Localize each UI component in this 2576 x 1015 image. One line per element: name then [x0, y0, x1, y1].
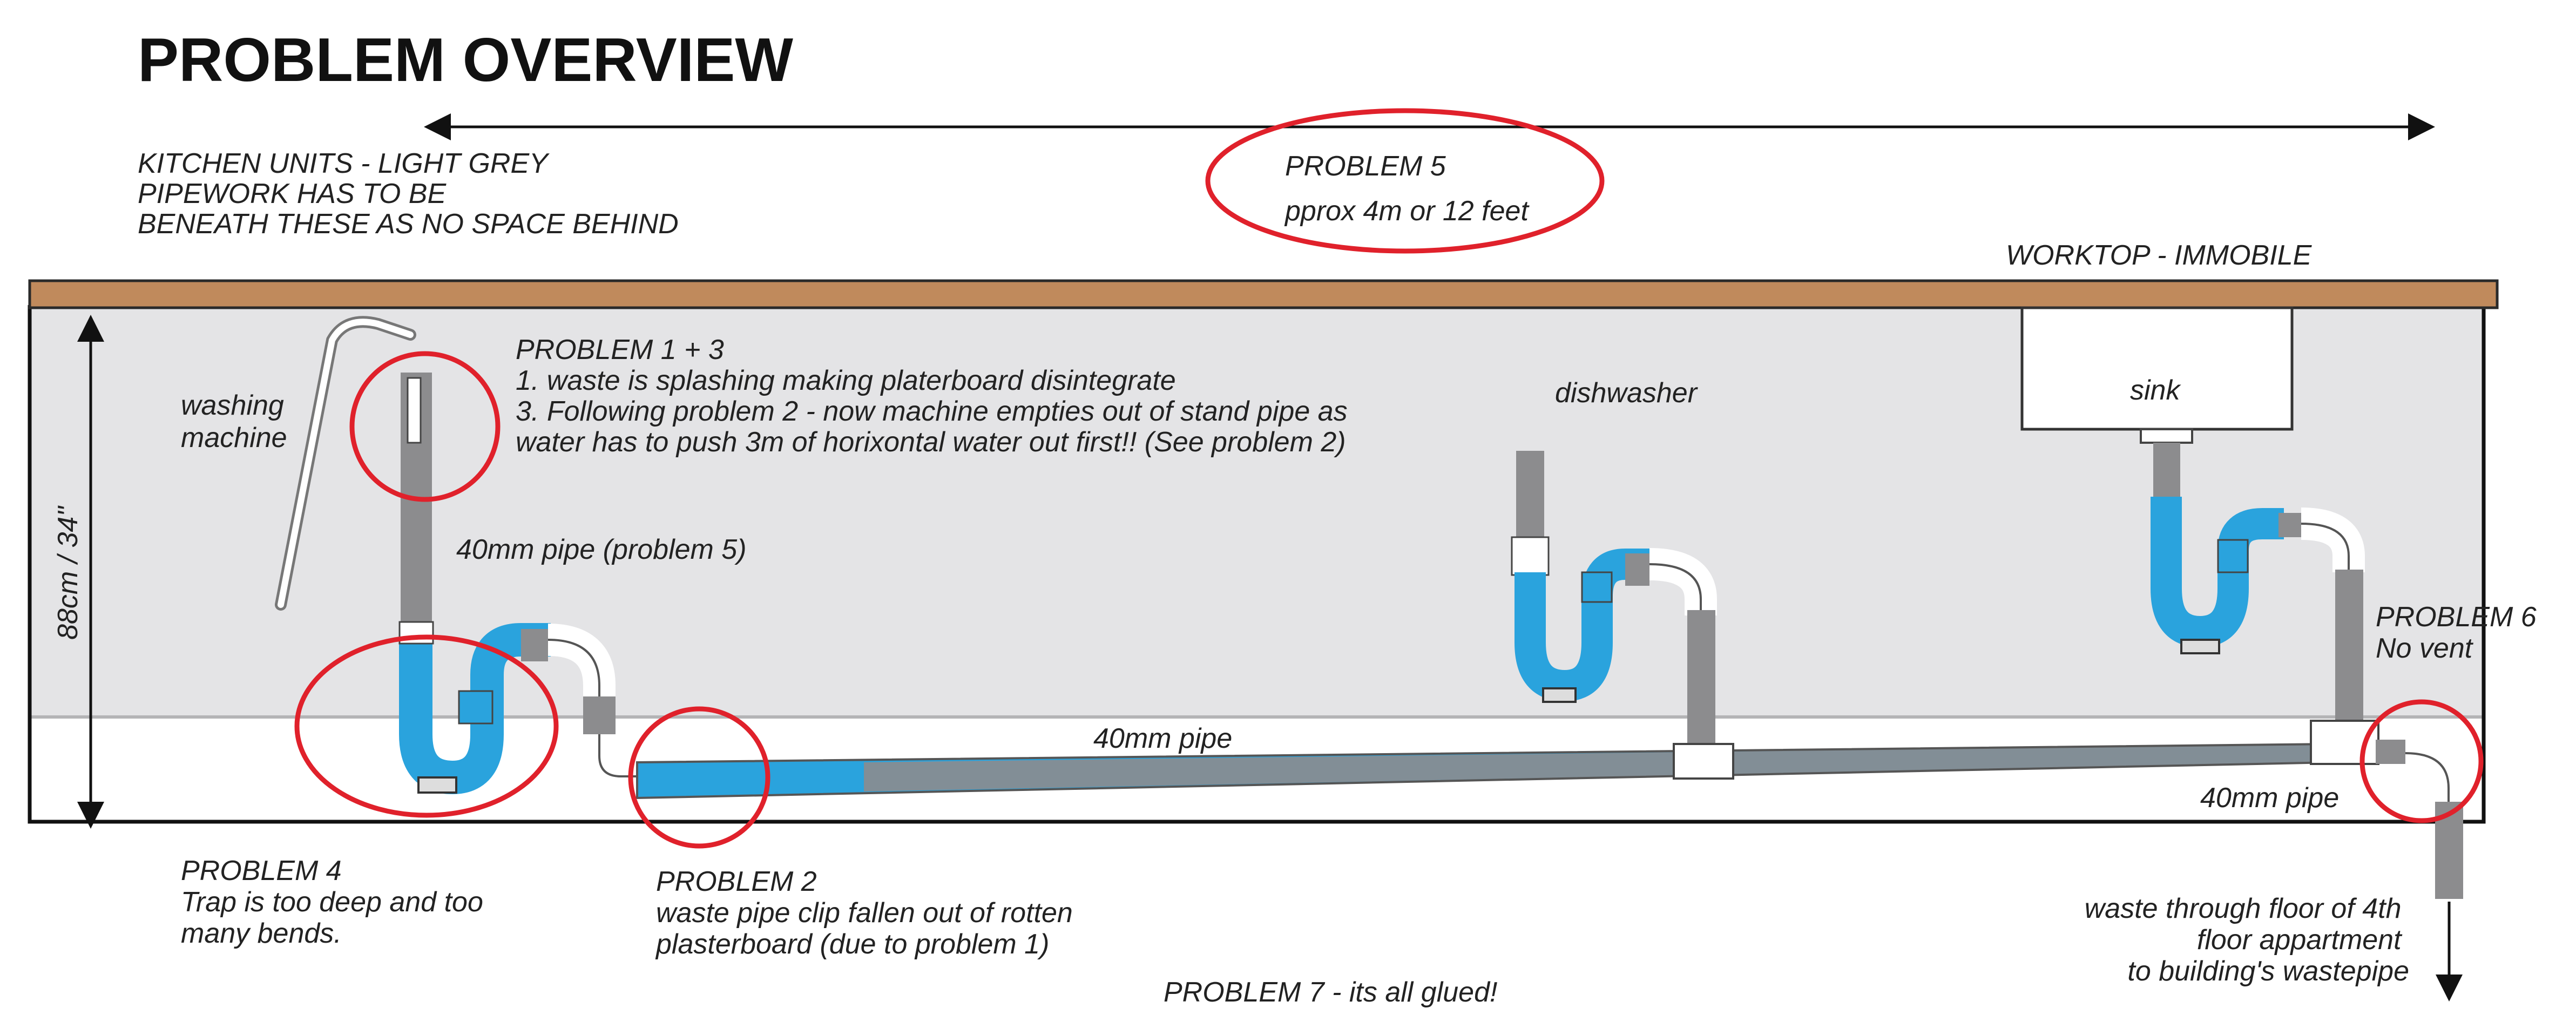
dishwasher-label: dishwasher	[1555, 377, 1699, 409]
problem6-label: PROBLEM 6 No vent	[2376, 601, 2544, 664]
floor-elbow-fitting	[2405, 737, 2465, 804]
dishwasher-standpipe	[1516, 451, 1544, 537]
pipe-40mm-right-label: 40mm pipe	[2200, 782, 2339, 814]
washing-machine-trap	[399, 623, 551, 795]
problem2-circle	[628, 706, 770, 849]
height-label: 88cm / 34"	[52, 505, 84, 640]
page-title: PROBLEM OVERVIEW	[138, 26, 793, 94]
sink-label: sink	[2130, 375, 2181, 406]
pipe-40mm-center-label: 40mm pipe	[1093, 723, 1232, 754]
problem6-circle	[2359, 699, 2484, 823]
sink-trap	[2151, 497, 2284, 648]
washing-machine-label: washing machine	[181, 390, 292, 454]
dishwasher-tee-fitting	[1673, 743, 1734, 780]
problem7-label: PROBLEM 7 - its all glued!	[1164, 977, 1497, 1008]
worktop-label: WORKTOP - IMMOBILE	[2006, 240, 2313, 271]
main-waste-pipe	[864, 744, 2332, 791]
dishwasher-drop-pipe	[1687, 610, 1715, 750]
pipe-40mm-problem5-label: 40mm pipe (problem 5)	[456, 534, 747, 565]
sink-tailpipe	[2153, 443, 2180, 499]
wall-outline	[28, 305, 2486, 824]
worktop	[28, 279, 2499, 309]
problem5-circle	[1205, 108, 1605, 254]
problem2-label: PROBLEM 2 waste pipe clip fallen out of …	[655, 866, 1080, 960]
problem1-3-label: PROBLEM 1 + 3 1. waste is splashing maki…	[516, 334, 1355, 458]
waste-floor-label: waste through floor of 4th floor appartm…	[2085, 893, 2409, 987]
problem1-3-circle	[349, 351, 501, 502]
kitchen-units-label: KITCHEN UNITS - LIGHT GREY PIPEWORK HAS …	[138, 148, 679, 240]
problem4-circle	[294, 634, 559, 818]
problem4-label: PROBLEM 4 Trap is too deep and too many …	[181, 855, 491, 949]
sink	[2020, 306, 2294, 431]
sink-drop-pipe	[2335, 570, 2363, 723]
problem5-label: PROBLEM 5 pprox 4m or 12 feet	[1284, 151, 1530, 227]
sink-tee-fitting	[2310, 720, 2379, 765]
